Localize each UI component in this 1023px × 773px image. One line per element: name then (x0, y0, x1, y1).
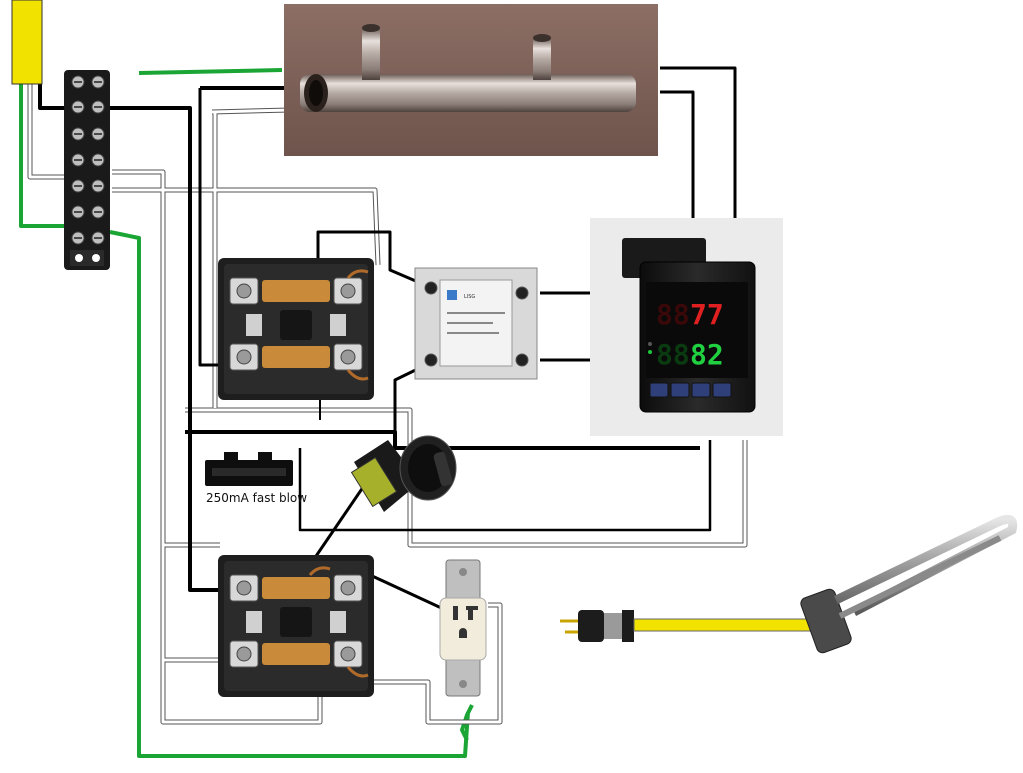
ground-wires (19, 68, 474, 758)
sv-display: 82 (690, 338, 724, 371)
fuse-holder-icon (205, 452, 293, 486)
contactor-icon (218, 555, 374, 697)
svg-text:88: 88 (656, 298, 690, 331)
wires (11, 0, 748, 758)
neutral-wires (27, 82, 748, 725)
fuse-label: 250mA fast blow (206, 491, 307, 505)
heating-manifold-photo (284, 4, 658, 156)
pv-display: 77 (690, 298, 724, 331)
twist-lock-plug-icon (560, 610, 634, 642)
svg-text:88: 88 (656, 338, 690, 371)
selector-switch-icon (350, 435, 457, 512)
contactor-icon (218, 258, 374, 400)
heating-element-icon (800, 514, 1018, 654)
terminal-block-icon (64, 70, 110, 270)
solid-state-relay-icon: LISG (414, 267, 538, 380)
outlet-receptacle-icon (439, 559, 487, 697)
input-cable (11, 0, 43, 85)
pid-controller-icon: 88 77 88 82 (590, 218, 783, 436)
svg-text:LISG: LISG (464, 294, 475, 300)
power-cord (633, 618, 811, 632)
